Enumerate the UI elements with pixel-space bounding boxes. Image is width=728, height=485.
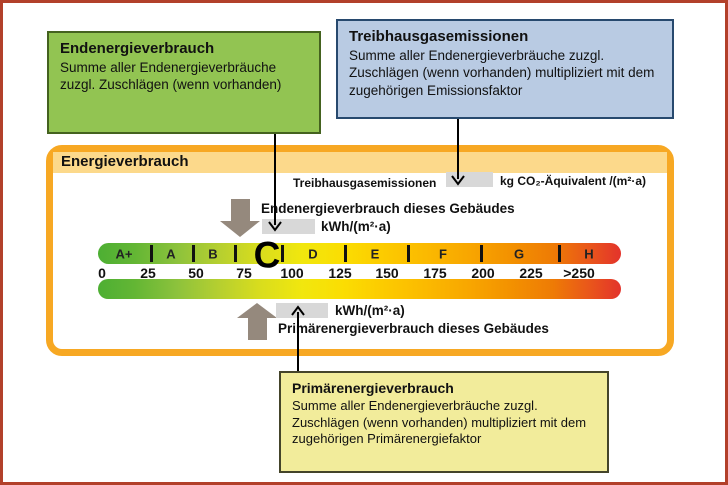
- class-label-f: F: [439, 246, 447, 261]
- class-boundary-tick: [558, 245, 561, 262]
- arrow-down-head: [220, 221, 260, 237]
- scale-number: 50: [188, 265, 204, 281]
- arrow-up-head: [237, 303, 277, 318]
- callout-ghg: Treibhausgasemissionen Summe aller Enden…: [336, 19, 674, 119]
- end-energy-label: Endenergieverbrauch dieses Gebäudes: [261, 201, 515, 216]
- scale-number: 100: [280, 265, 304, 281]
- callout-end-energy: Endenergieverbrauch Summe aller Endenerg…: [47, 31, 321, 134]
- scale-number: 200: [471, 265, 495, 281]
- callout-primary-energy-body: Summe aller Endenergieverbräuche zuzgl. …: [292, 398, 587, 447]
- scale-number: 25: [140, 265, 156, 281]
- end-energy-value-box: [262, 219, 315, 234]
- class-label-d: D: [308, 246, 318, 261]
- energy-consumption-panel: Energieverbrauch Treibhausgasemissionen …: [46, 145, 674, 356]
- scale-number: 0: [98, 265, 106, 281]
- arrow-down-shaft: [230, 199, 250, 221]
- arrow-up-icon: [237, 303, 277, 340]
- primary-energy-bar: [98, 279, 621, 299]
- class-boundary-tick: [234, 245, 237, 262]
- class-label-a: A: [166, 246, 176, 261]
- class-boundary-tick: [281, 245, 284, 262]
- efficiency-class-bar: A+ A B C D E F G H: [98, 234, 621, 275]
- callout-ghg-body: Summe aller Endenergieverbräuche zuzgl. …: [349, 48, 655, 98]
- scale-number: >250: [563, 265, 595, 281]
- callout-end-energy-body: Summe aller Endenergieverbräuche zuzgl. …: [60, 60, 282, 93]
- end-energy-unit: kWh/(m²·a): [321, 219, 391, 234]
- callout-ghg-title: Treibhausgasemissionen: [349, 28, 529, 45]
- callout-primary-energy: Primärenergieverbrauch Summe aller Enden…: [279, 371, 609, 473]
- panel-title-bar: Energieverbrauch: [53, 152, 667, 173]
- class-boundary-tick: [407, 245, 410, 262]
- ghg-row-label: Treibhausgasemissionen: [293, 176, 437, 190]
- panel-title: Energieverbrauch: [61, 153, 189, 170]
- class-boundary-tick: [480, 245, 483, 262]
- scale-number: 175: [423, 265, 447, 281]
- primary-value-box: [276, 303, 328, 318]
- class-label-e: E: [370, 246, 380, 261]
- primary-label: Primärenergieverbrauch dieses Gebäudes: [278, 321, 549, 336]
- callout-end-energy-title: Endenergieverbrauch: [60, 40, 215, 57]
- arrow-up-shaft: [247, 318, 267, 340]
- ghg-unit: kg CO₂-Äquivalent /(m²·a): [500, 174, 647, 188]
- primary-unit: kWh/(m²·a): [335, 303, 405, 318]
- ghg-value-box: [446, 172, 493, 187]
- class-boundary-tick: [344, 245, 347, 262]
- class-label-b: B: [208, 246, 218, 261]
- class-label-a-plus: A+: [115, 246, 133, 261]
- scale-number-axis: 0 25 50 75 100 125 150 175 200 225 >250: [98, 265, 621, 281]
- callout-primary-energy-title: Primärenergieverbrauch: [292, 380, 454, 396]
- scale-number: 150: [375, 265, 399, 281]
- class-boundary-tick: [192, 245, 195, 262]
- class-label-g: G: [513, 246, 525, 261]
- scale-number: 225: [519, 265, 543, 281]
- scale-number: 125: [328, 265, 352, 281]
- class-boundary-tick: [150, 245, 153, 262]
- class-label-h: H: [584, 246, 594, 261]
- arrow-down-icon: [220, 199, 260, 237]
- class-label-c-highlighted: C: [253, 234, 281, 276]
- scale-number: 75: [236, 265, 252, 281]
